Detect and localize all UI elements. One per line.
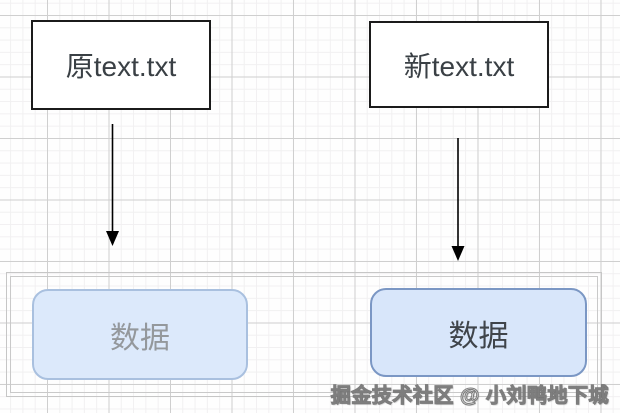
node-new-data-label: 数据 [448,319,509,353]
arrow-source-to-data [106,124,119,246]
watermark: 掘金技术社区 @ 小刘鸭地下城 [330,385,609,408]
node-new-file-label: 新text.txt [403,50,515,82]
node-source-data-label: 数据 [110,321,170,355]
node-source-data: 数据 [32,289,248,380]
data-group-container-inner-border [10,276,598,393]
node-new-file: 新text.txt [369,21,549,108]
arrow-new-to-data [451,138,465,261]
node-source-file: 原text.txt [31,20,211,110]
node-new-data: 数据 [370,288,587,377]
data-group-container [6,272,602,397]
node-source-file-label: 原text.txt [65,51,177,82]
